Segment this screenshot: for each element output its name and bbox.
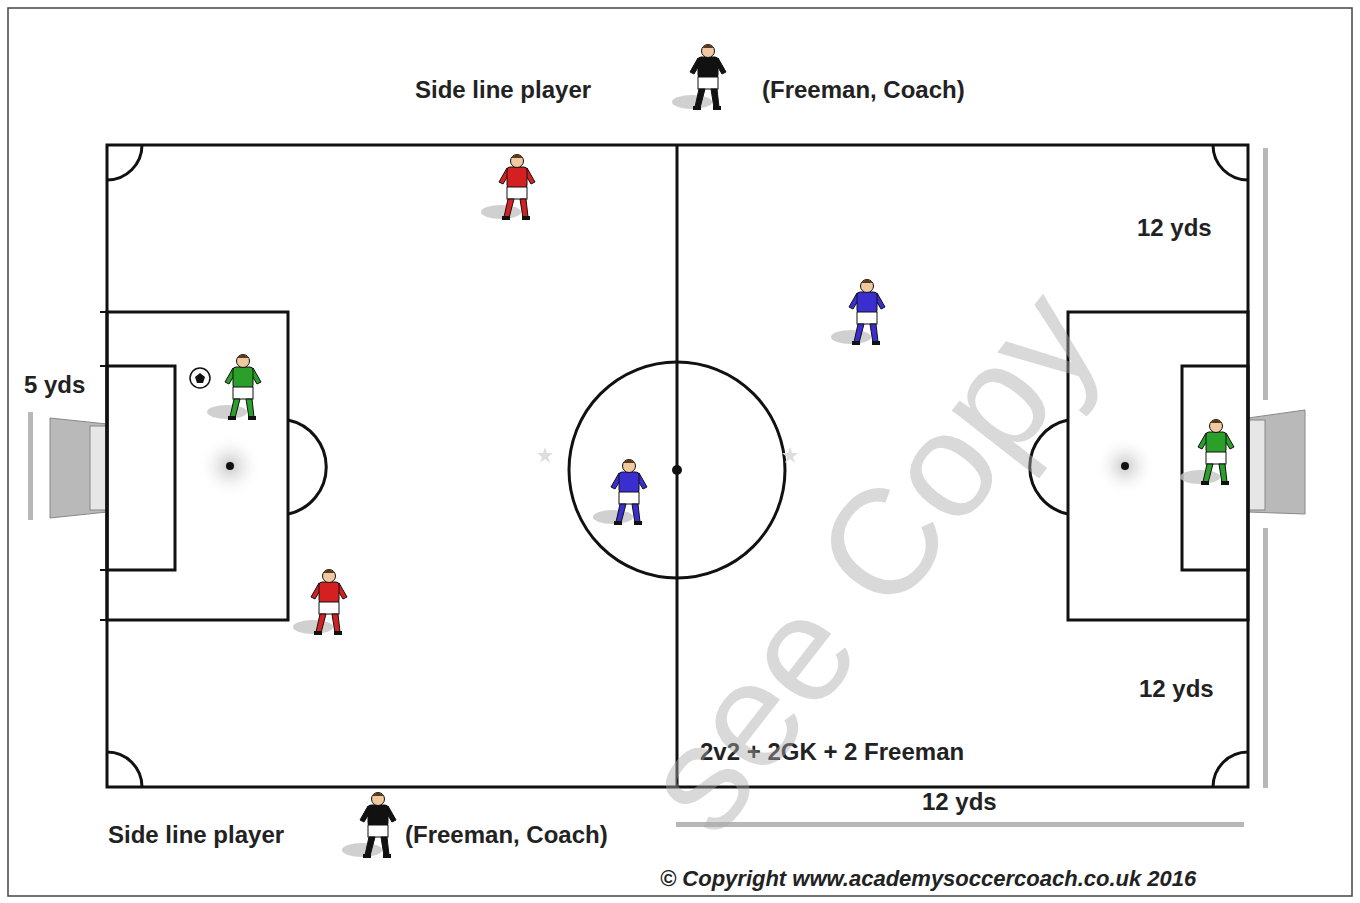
dimension: 12 yds [922,788,997,816]
side-line-label: Side line player [415,76,591,104]
dimension: 12 yds [1139,675,1214,703]
role-note: (Freeman, Coach) [762,76,965,104]
watermark: see Copy [607,257,1133,863]
role-note: (Freeman, Coach) [405,821,608,849]
markers [537,447,798,463]
frame [8,8,1352,896]
side-line-label: Side line player [108,821,284,849]
copyright-note: © Copyright www.academysoccercoach.co.uk… [660,866,1196,891]
dimension: 5 yds [24,371,85,399]
ball [190,368,210,388]
dimension: 12 yds [1137,214,1212,242]
